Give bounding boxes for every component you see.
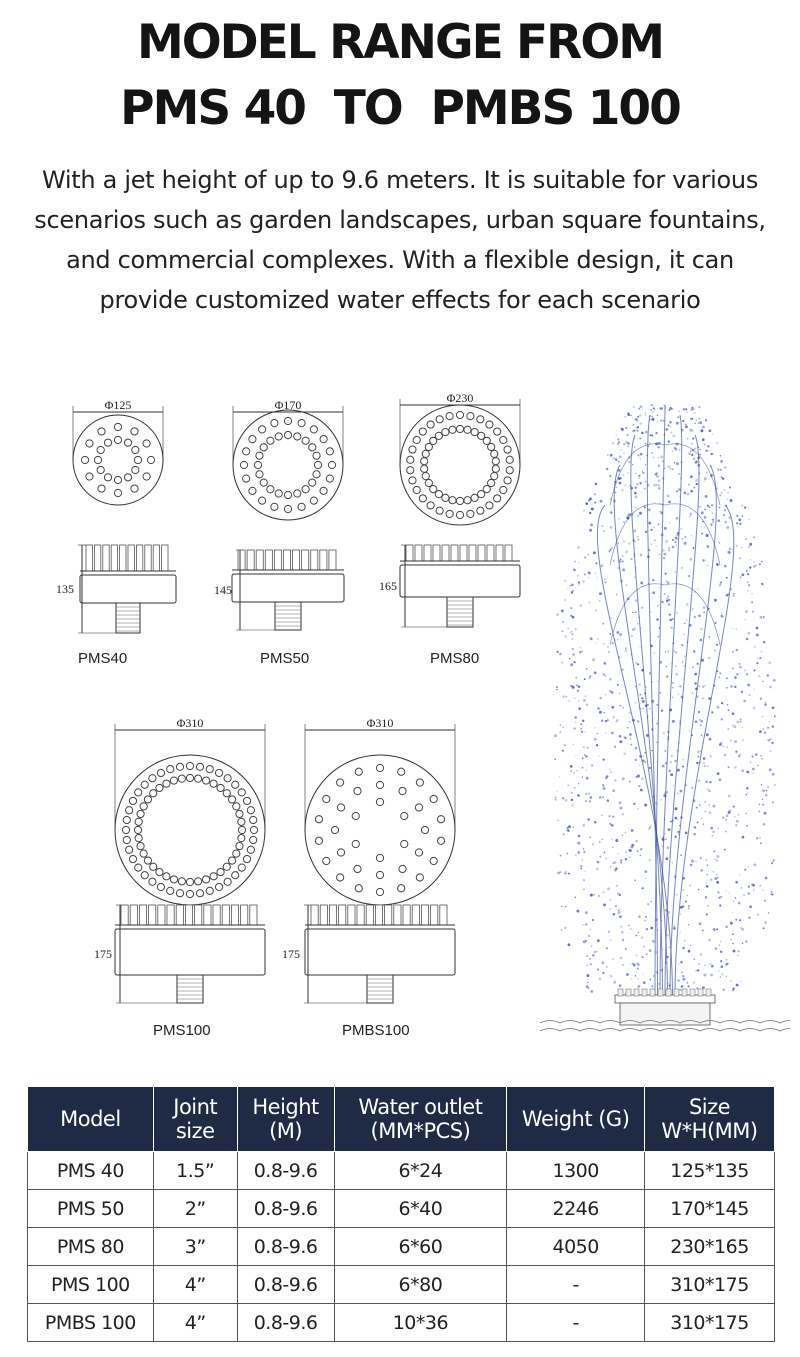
cell-outlet: 6*60 xyxy=(333,1227,508,1266)
header-model: Model xyxy=(27,1086,154,1152)
cell-model: PMS 80 xyxy=(27,1227,154,1266)
model-label-pmbs100: PMBS100 xyxy=(342,1022,410,1039)
diameter-label: Φ310 xyxy=(177,716,204,730)
table-row: PMS 40 1.5” 0.8-9.6 6*24 1300 125*135 xyxy=(27,1151,775,1190)
height-label: 145 xyxy=(214,583,232,597)
table-row: PMS 80 3” 0.8-9.6 6*60 4050 230*165 xyxy=(27,1227,775,1266)
fountain-jet-illustration xyxy=(540,404,790,1032)
cell-joint: 4” xyxy=(152,1303,238,1342)
cell-model: PMS 50 xyxy=(27,1189,154,1228)
title-line-1: MODEL RANGE FROM xyxy=(136,15,665,70)
table-row: PMS 50 2” 0.8-9.6 6*40 2246 170*145 xyxy=(27,1189,775,1228)
cell-height: 0.8-9.6 xyxy=(236,1151,335,1190)
header-height: Height (M) xyxy=(236,1086,335,1152)
table-row: PMS 100 4” 0.8-9.6 6*80 - 310*175 xyxy=(27,1265,775,1304)
water-spray xyxy=(554,404,776,995)
spec-table: Model Joint size Height (M) Water outlet… xyxy=(27,1086,775,1342)
diameter-label: Φ230 xyxy=(447,391,474,405)
diameter-label: Φ125 xyxy=(105,398,132,412)
cell-weight: - xyxy=(506,1265,646,1304)
height-label: 175 xyxy=(282,947,300,961)
diameter-label: Φ310 xyxy=(367,716,394,730)
cell-outlet: 6*24 xyxy=(333,1151,508,1190)
cell-outlet: 6*80 xyxy=(333,1265,508,1304)
nozzle-drawing-pmbs100: Φ310 175 xyxy=(282,716,456,1004)
cell-outlet: 6*40 xyxy=(333,1189,508,1228)
header-joint-size: Joint size xyxy=(152,1086,238,1152)
cell-joint: 1.5” xyxy=(152,1151,238,1190)
description: With a jet height of up to 9.6 meters. I… xyxy=(34,166,766,314)
cell-height: 0.8-9.6 xyxy=(236,1189,335,1228)
cell-size: 125*135 xyxy=(644,1151,775,1190)
height-label: 165 xyxy=(379,579,397,593)
cell-weight: 1300 xyxy=(506,1151,646,1190)
table-header-row: Model Joint size Height (M) Water outlet… xyxy=(27,1086,775,1152)
water-surface xyxy=(540,1020,790,1032)
fountain-nozzle xyxy=(614,988,716,1026)
cell-model: PMS 40 xyxy=(27,1151,154,1190)
table-row: PMBS 100 4” 0.8-9.6 10*36 - 310*175 xyxy=(27,1303,775,1342)
cell-height: 0.8-9.6 xyxy=(236,1303,335,1342)
model-label-pms80: PMS80 xyxy=(430,650,480,667)
model-label-pms50: PMS50 xyxy=(260,650,310,667)
cell-model: PMS 100 xyxy=(27,1265,154,1304)
cell-joint: 2” xyxy=(152,1189,238,1228)
nozzle-drawing-pms50: Φ170 145 xyxy=(214,398,345,631)
page-title: MODEL RANGE FROM PMS 40 TO PMBS 100 xyxy=(0,10,800,142)
nozzle-drawing-pms40: Φ125 135 xyxy=(56,398,177,634)
cell-model: PMBS 100 xyxy=(27,1303,154,1342)
cell-height: 0.8-9.6 xyxy=(236,1265,335,1304)
cell-joint: 3” xyxy=(152,1227,238,1266)
header-weight: Weight (G) xyxy=(506,1086,646,1152)
cell-size: 230*165 xyxy=(644,1227,775,1266)
water-jets xyxy=(596,404,735,998)
model-label-pms40: PMS40 xyxy=(78,650,128,667)
header-size: Size W*H(MM) xyxy=(644,1086,775,1152)
cell-size: 170*145 xyxy=(644,1189,775,1228)
cell-height: 0.8-9.6 xyxy=(236,1227,335,1266)
nozzle-drawing-pms100: Φ310 175 xyxy=(94,716,266,1004)
header-water-outlet: Water outlet (MM*PCS) xyxy=(333,1086,508,1152)
cell-weight: - xyxy=(506,1303,646,1342)
cell-outlet: 10*36 xyxy=(333,1303,508,1342)
cell-size: 310*175 xyxy=(644,1303,775,1342)
cell-size: 310*175 xyxy=(644,1265,775,1304)
cell-weight: 4050 xyxy=(506,1227,646,1266)
nozzle-drawing-pms80: Φ230 165 xyxy=(379,391,521,628)
diameter-label: Φ170 xyxy=(275,398,302,412)
cell-joint: 4” xyxy=(152,1265,238,1304)
model-label-pms100: PMS100 xyxy=(153,1022,211,1039)
cell-weight: 2246 xyxy=(506,1189,646,1228)
title-line-2: PMS 40 TO PMBS 100 xyxy=(120,81,682,136)
height-label: 175 xyxy=(94,947,112,961)
height-label: 135 xyxy=(56,582,74,596)
